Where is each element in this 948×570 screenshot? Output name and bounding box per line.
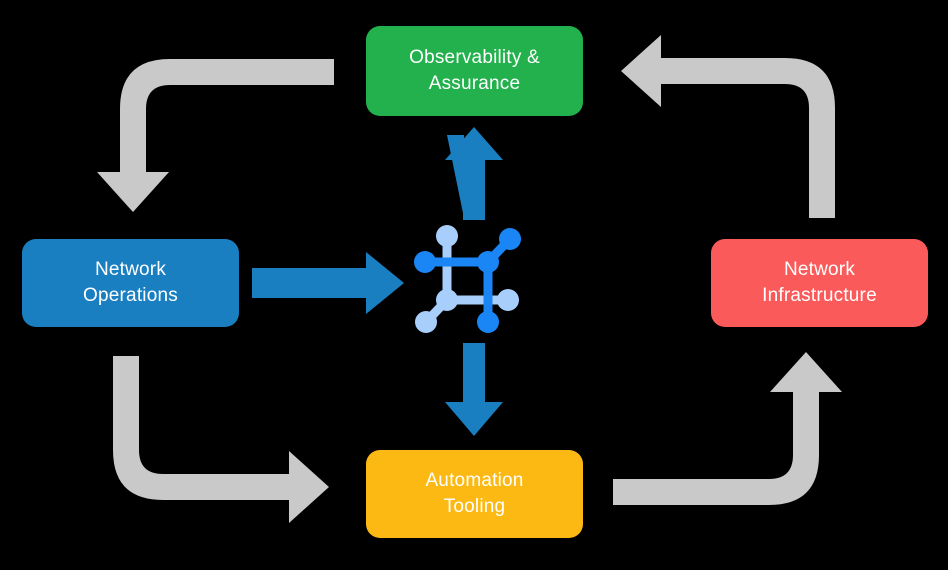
node-label-network-infrastructure: Network Infrastructure bbox=[762, 259, 877, 306]
icon-node-bottom-left-light bbox=[415, 311, 437, 333]
arrow-center-to-observability-shaft bbox=[445, 127, 503, 220]
icon-node-right-light bbox=[497, 289, 519, 311]
icon-node-hub bbox=[477, 251, 499, 273]
icon-node-top-right bbox=[499, 228, 521, 250]
arrow-observability-to-operations bbox=[97, 59, 334, 212]
arrow-center-to-automation bbox=[445, 343, 503, 436]
network-topology-icon bbox=[414, 225, 521, 333]
icon-node-left bbox=[414, 251, 436, 273]
icon-node-top-light bbox=[436, 225, 458, 247]
arrow-operations-to-automation bbox=[113, 356, 329, 523]
node-box-observability[interactable]: Observability & Assurance bbox=[366, 26, 583, 116]
node-label-automation-tooling: Automation Tooling bbox=[425, 470, 524, 517]
arrow-infrastructure-to-observability bbox=[621, 35, 835, 218]
node-label-network-operations: Network Operations bbox=[83, 259, 178, 306]
node-box-network-infrastructure[interactable]: Network Infrastructure bbox=[711, 239, 928, 327]
arrow-operations-to-center bbox=[252, 252, 404, 314]
icon-node-bottom bbox=[477, 311, 499, 333]
node-box-network-operations[interactable]: Network Operations bbox=[22, 239, 239, 327]
node-label-observability: Observability & Assurance bbox=[409, 47, 540, 94]
arrow-automation-to-infrastructure bbox=[613, 352, 842, 505]
icon-node-center-light bbox=[436, 289, 458, 311]
node-box-automation-tooling[interactable]: Automation Tooling bbox=[366, 450, 583, 538]
